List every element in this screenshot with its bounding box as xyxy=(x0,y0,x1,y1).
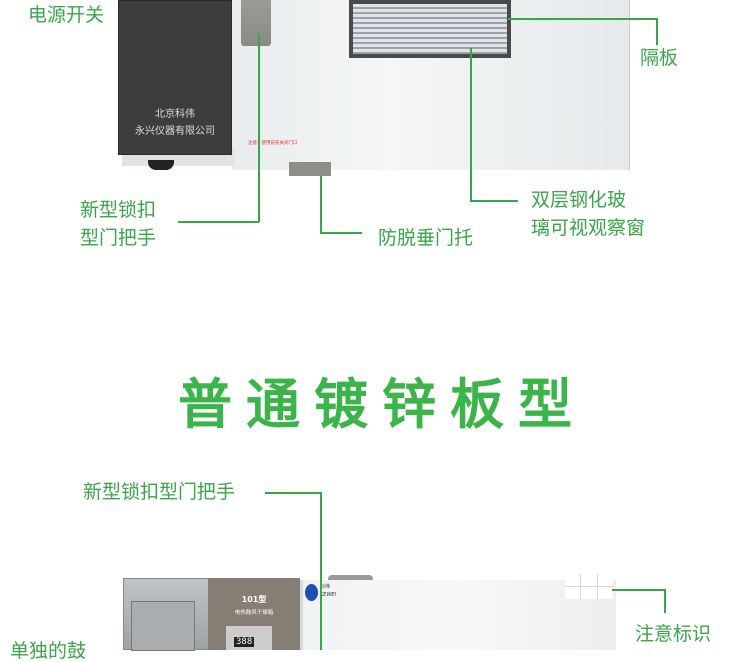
bottom-oven-top-handle xyxy=(328,575,373,580)
label-power-switch: 电源开关 xyxy=(28,4,105,26)
bottom-oven-body xyxy=(300,580,616,650)
top-oven-foot xyxy=(148,160,174,170)
bottom-control-panel: 101型 电热鼓风干燥箱 388 xyxy=(208,578,300,650)
brand-en: KEWEI xyxy=(320,592,337,598)
brand-cn: 科伟 xyxy=(320,584,331,590)
panel-text-1: 北京科伟 xyxy=(155,109,195,120)
label-handle-2: 型门把手 xyxy=(80,227,157,249)
control-panel: 北京科伟 永兴仪器有限公司 xyxy=(118,0,232,155)
panel-text-2: 永兴仪器有限公司 xyxy=(135,126,215,137)
warning-labels xyxy=(565,574,613,599)
bottom-oven-left-side xyxy=(123,578,209,651)
panel-name: 电热鼓风干燥箱 xyxy=(234,610,274,616)
label-warning-labels: 注意标识 xyxy=(635,623,712,645)
door-support xyxy=(289,162,331,176)
temperature-display: 388 xyxy=(226,626,272,650)
warning-sticker: 注意：使用前先关闭门口 xyxy=(248,141,298,146)
display-value: 388 xyxy=(234,637,255,647)
section-heading: 普通镀锌板型 xyxy=(178,373,586,436)
observation-window xyxy=(349,0,511,58)
label-door-support: 防脱垂门托 xyxy=(378,227,474,249)
door-handle[interactable] xyxy=(241,0,271,46)
panel-model: 101型 xyxy=(241,595,267,604)
brand-logo-icon xyxy=(305,584,318,601)
label-bottom-handle: 新型锁扣型门把手 xyxy=(83,481,236,503)
label-shelf: 隔板 xyxy=(640,47,679,69)
label-handle-1: 新型锁扣 xyxy=(80,199,157,221)
label-separate: 单独的鼓 xyxy=(10,640,87,662)
label-window-2: 璃可视观察窗 xyxy=(531,217,646,239)
label-window-1: 双层钢化玻 xyxy=(531,189,627,211)
